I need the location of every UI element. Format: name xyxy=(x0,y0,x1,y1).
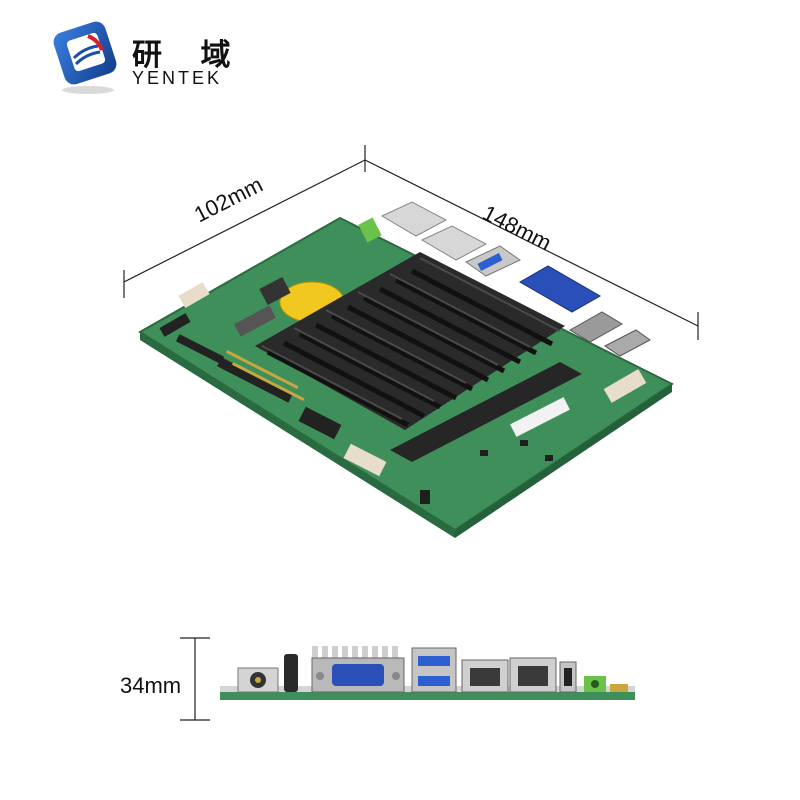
brand-name-cn: 研 域 xyxy=(132,38,245,73)
brand-logo xyxy=(48,18,228,98)
motherboard-side-view xyxy=(220,646,635,700)
brand-name-en: YENTEK xyxy=(132,68,223,88)
logo-mark-icon xyxy=(53,21,117,94)
dimension-lines xyxy=(123,145,699,721)
height-dimension-label: 34mm xyxy=(120,673,182,698)
motherboard-top-view xyxy=(138,201,674,538)
